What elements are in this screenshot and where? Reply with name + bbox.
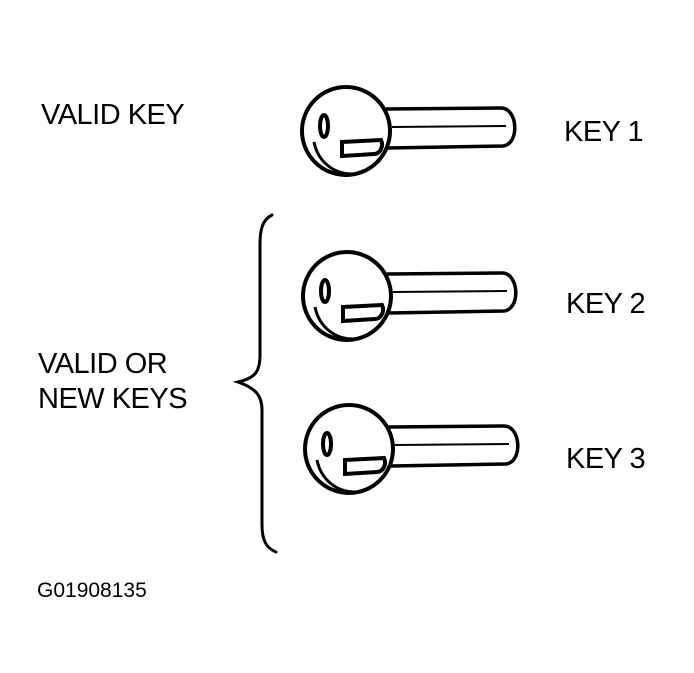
key-2-icon xyxy=(301,250,518,342)
group-label-line-2: NEW KEYS xyxy=(38,383,188,415)
key-3-label: KEY 3 xyxy=(566,443,646,475)
key-3-icon xyxy=(303,403,520,495)
figure-code: G01908135 xyxy=(37,579,147,602)
valid-or-new-keys-label: VALID OR NEW KEYS xyxy=(38,347,188,417)
group-label-line-1: VALID OR xyxy=(38,348,168,380)
valid-key-label: VALID KEY xyxy=(41,99,185,131)
key-1-label: KEY 1 xyxy=(564,116,644,148)
key-2-label: KEY 2 xyxy=(566,288,646,320)
key-1-icon xyxy=(300,85,517,177)
